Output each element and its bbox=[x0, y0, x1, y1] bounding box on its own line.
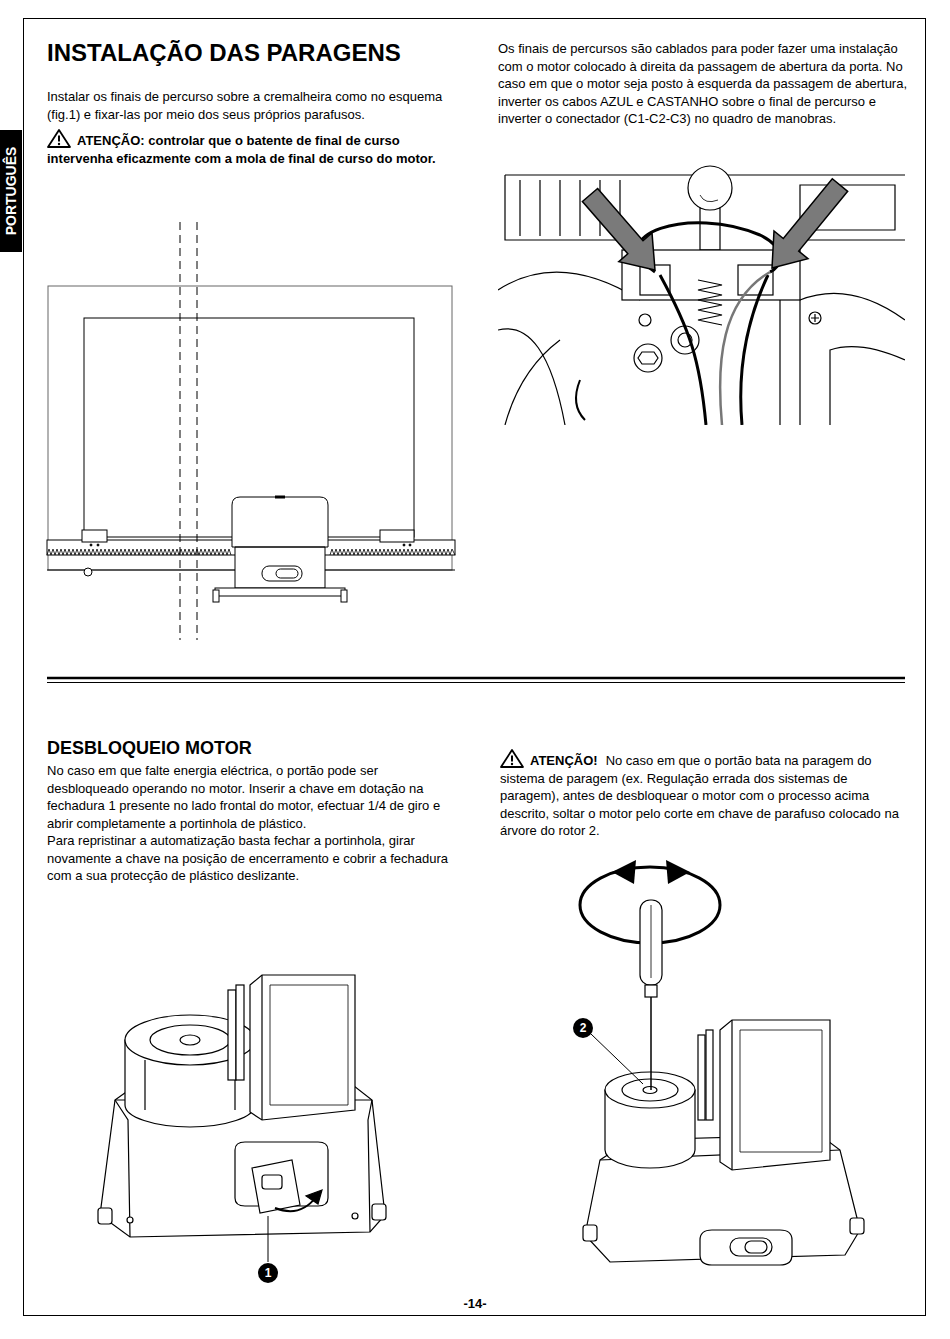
page-number: -14- bbox=[440, 1295, 510, 1313]
motor-release-figure bbox=[583, 1020, 864, 1265]
screwdriver bbox=[580, 860, 720, 1090]
callout-number: 1 bbox=[265, 1267, 272, 1279]
warning-text: ATENÇÃO: controlar que o batente de fina… bbox=[47, 133, 436, 166]
body-text: No caso em que falte energia eléctrica, … bbox=[47, 762, 457, 832]
page-frame bbox=[24, 19, 926, 1316]
warning-icon bbox=[47, 128, 71, 148]
body-text: Para repristinar a automatização basta f… bbox=[47, 832, 457, 885]
section-heading: DESBLOQUEIO MOTOR bbox=[47, 737, 447, 759]
page-heading: INSTALAÇÃO DAS PARAGENS bbox=[47, 38, 401, 68]
warning-label: ATENÇÃO! bbox=[530, 753, 598, 768]
language-label: PORTUGUÊS bbox=[4, 147, 18, 236]
body-text: Instalar os finais de percurso sobre a c… bbox=[47, 88, 472, 123]
body-text: Os finais de percursos são cablados para… bbox=[498, 40, 908, 128]
warning-note: ATENÇÃO: controlar que o batente de fina… bbox=[47, 128, 462, 167]
limit-switch-figure bbox=[498, 166, 905, 425]
gate-figure bbox=[47, 286, 455, 602]
warning-note: ATENÇÃO!No caso em que o portão bata na … bbox=[500, 748, 908, 840]
warning-icon bbox=[500, 748, 524, 768]
callout-circle: 2 bbox=[573, 1018, 593, 1038]
section-rule bbox=[47, 682, 905, 683]
callout-number: 2 bbox=[580, 1022, 587, 1034]
axis-line bbox=[180, 222, 197, 640]
callout-circle: 1 bbox=[258, 1263, 278, 1283]
language-tab: PORTUGUÊS bbox=[0, 130, 22, 252]
motor-unlock-figure bbox=[98, 975, 386, 1262]
section-rule bbox=[47, 677, 905, 680]
